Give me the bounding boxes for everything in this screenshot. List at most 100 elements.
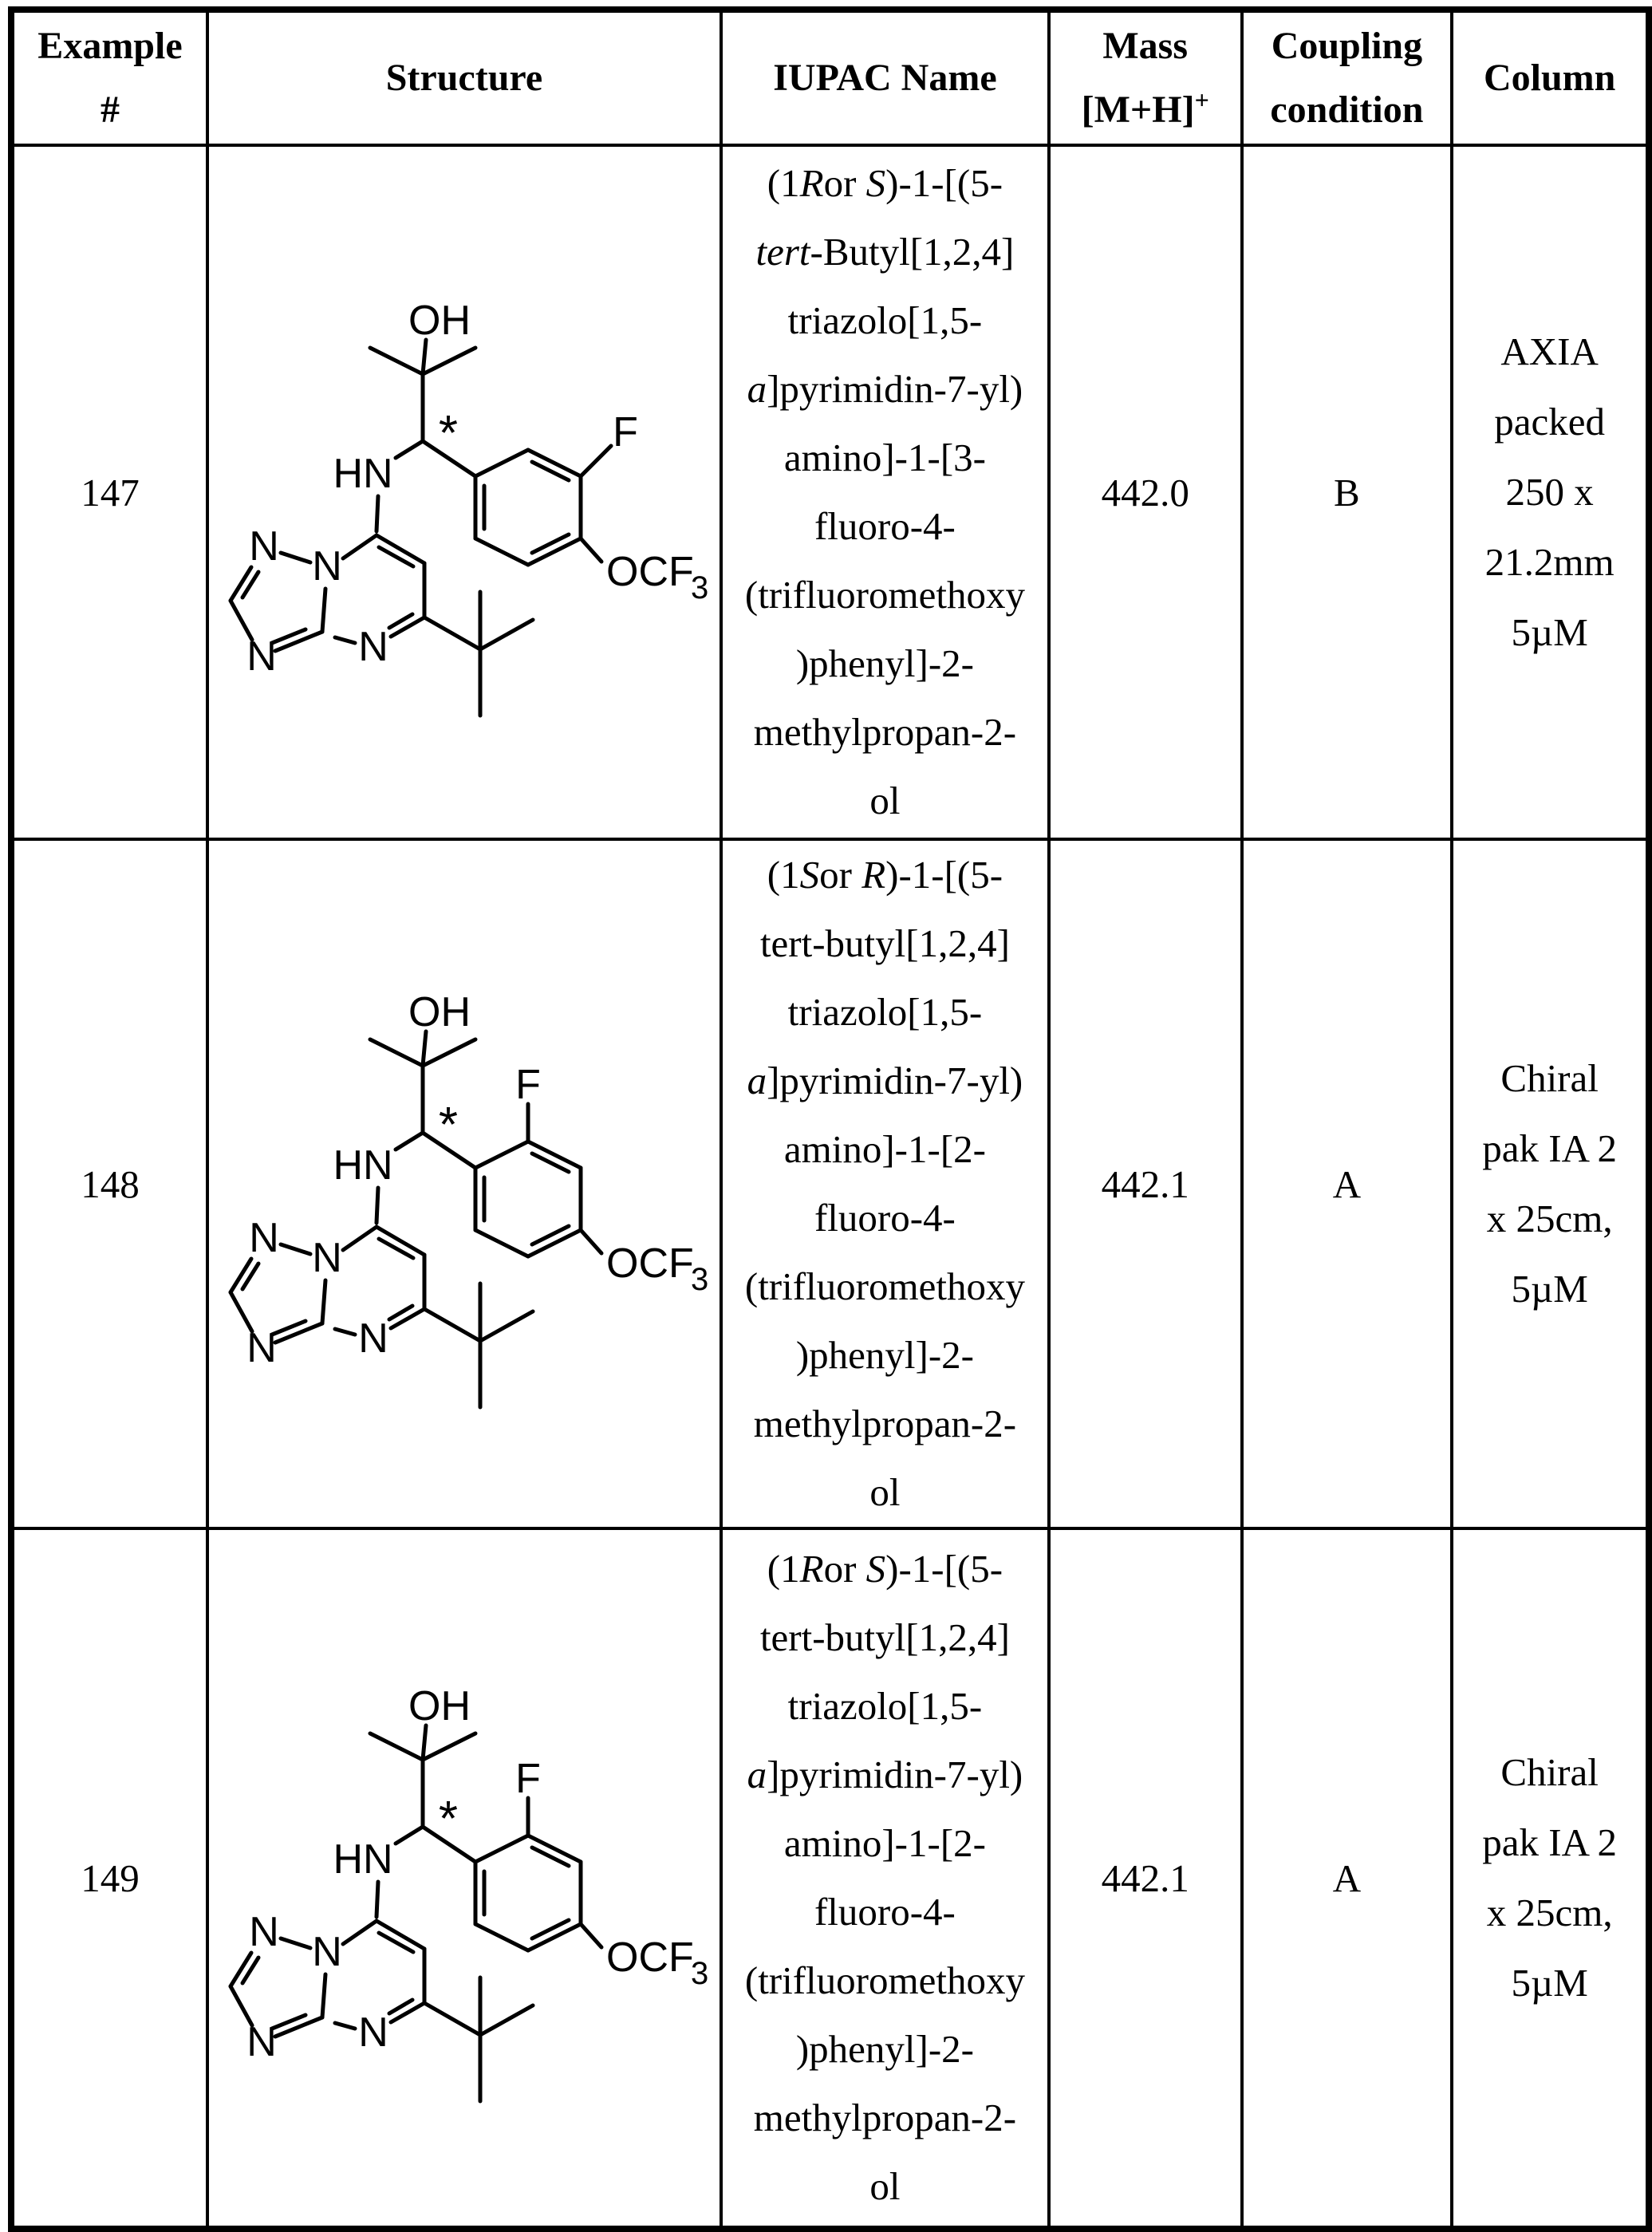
column-line: Chiral xyxy=(1500,1056,1599,1100)
iupac-name-segment: fluoro-4- xyxy=(814,504,956,548)
bond xyxy=(333,1327,357,1337)
header-coupling-line1: Coupling xyxy=(1271,25,1423,67)
bond xyxy=(420,1037,478,1068)
iupac-name-segment: methylpropan-2- xyxy=(753,2096,1017,2139)
iupac-name-line: a]pyrimidin-7-yl) xyxy=(724,1047,1046,1115)
iupac-name-segment: ]pyrimidin-7-yl) xyxy=(767,367,1023,411)
fluorine-label: F xyxy=(613,409,638,455)
column-line: 5µM xyxy=(1511,610,1588,654)
column-line: 5µM xyxy=(1511,1961,1588,2005)
bond xyxy=(420,337,428,377)
mass-value: 442.1 xyxy=(1101,1161,1189,1206)
bond xyxy=(388,1307,427,1331)
nitrogen-label: N xyxy=(246,633,277,680)
nitrogen-label: N xyxy=(358,1315,388,1362)
bond xyxy=(320,1278,328,1326)
bond xyxy=(228,1950,254,1989)
bond xyxy=(341,533,379,561)
column-line: 5µM xyxy=(1511,1267,1588,1311)
header-example-number: Example # xyxy=(10,8,209,147)
iupac-name-line: (1Ror S)-1-[(5- xyxy=(724,149,1046,218)
iupac-name-segment: triazolo[1,5- xyxy=(787,298,983,342)
bond xyxy=(578,1922,604,1950)
bond xyxy=(228,565,254,603)
bond xyxy=(270,1319,308,1337)
header-mass: Mass [M+H]+ xyxy=(1047,8,1244,147)
bond xyxy=(578,536,604,564)
bond xyxy=(473,448,530,479)
bond xyxy=(228,598,254,642)
bond xyxy=(374,1918,427,1951)
bond xyxy=(368,1037,425,1068)
mass-plus-superscript: + xyxy=(1194,85,1209,114)
header-column: Column xyxy=(1450,8,1650,147)
iupac-name-cell: (1Sor R)-1-[(5-tert-butyl[1,2,4]triazolo… xyxy=(719,838,1051,1530)
bond xyxy=(273,1321,325,1345)
iupac-name-line: (trifluoromethoxy xyxy=(724,1252,1046,1321)
bond xyxy=(393,1824,425,1846)
bond xyxy=(526,1922,583,1953)
bond xyxy=(278,1936,313,1950)
bond xyxy=(422,615,483,652)
nitrogen-label: N xyxy=(249,1909,279,1955)
bond xyxy=(422,2001,483,2037)
bond xyxy=(273,2015,325,2039)
bond xyxy=(578,1228,604,1256)
header-structure: Structure xyxy=(205,8,723,147)
iupac-name-line: tert-butyl[1,2,4] xyxy=(724,909,1046,978)
bond xyxy=(273,629,325,653)
iupac-name-segment: R xyxy=(799,1547,824,1591)
bond xyxy=(341,1918,379,1946)
iupac-name-line: a]pyrimidin-7-yl) xyxy=(724,355,1046,424)
bond xyxy=(530,459,571,483)
bond xyxy=(228,1256,254,1295)
amine-label: HN xyxy=(333,1142,392,1189)
bond xyxy=(377,1930,416,1954)
header-coupling-condition: Coupling condition xyxy=(1240,8,1454,147)
bond xyxy=(374,1224,427,1257)
iupac-name-segment: (1 xyxy=(767,853,800,897)
fluorine-label: F xyxy=(515,1756,541,1802)
iupac-name-line: tert-butyl[1,2,4] xyxy=(724,1603,1046,1672)
bond xyxy=(420,439,478,479)
iupac-name-segment: a xyxy=(747,1059,767,1102)
trifluoromethoxy-subscript: 3 xyxy=(691,570,708,605)
bond xyxy=(526,448,583,479)
bond xyxy=(320,586,328,634)
bond xyxy=(420,1824,478,1864)
iupac-name-segment: fluoro-4- xyxy=(814,1196,956,1240)
nitrogen-label: N xyxy=(312,543,342,590)
iupac-name-line: triazolo[1,5- xyxy=(724,1672,1046,1741)
hydroxyl-label: OH xyxy=(408,298,471,344)
bond xyxy=(368,1731,425,1762)
iupac-name-segment: methylpropan-2- xyxy=(753,1402,1017,1445)
iupac-name-line: triazolo[1,5- xyxy=(724,978,1046,1047)
iupac-name-line: amino]-1-[3- xyxy=(724,424,1046,492)
iupac-name-segment: -Butyl[1,2,4] xyxy=(810,230,1015,274)
bond xyxy=(387,1303,415,1322)
column-line: x 25cm, xyxy=(1486,1891,1613,1934)
bond xyxy=(420,1130,478,1170)
column-line: packed xyxy=(1494,400,1606,444)
iupac-name-line: methylpropan-2- xyxy=(724,2084,1046,2152)
mass-value: 442.1 xyxy=(1101,1855,1189,1900)
bond xyxy=(333,2021,357,2031)
bond xyxy=(473,1139,530,1170)
bond xyxy=(526,1228,583,1259)
iupac-name-line: methylpropan-2- xyxy=(724,1390,1046,1458)
nitrogen-label: N xyxy=(358,2009,388,2056)
iupac-name-segment: fluoro-4- xyxy=(814,1890,956,1934)
bond xyxy=(333,635,357,645)
iupac-name-segment: ol xyxy=(869,1470,901,1514)
table-header: Example # Structure IUPAC Name Mass [M+H… xyxy=(10,8,1650,147)
iupac-name-segment: )-1-[(5- xyxy=(885,1547,1003,1591)
bond xyxy=(473,1922,530,1953)
bond xyxy=(341,1224,379,1252)
bond xyxy=(278,1242,313,1256)
